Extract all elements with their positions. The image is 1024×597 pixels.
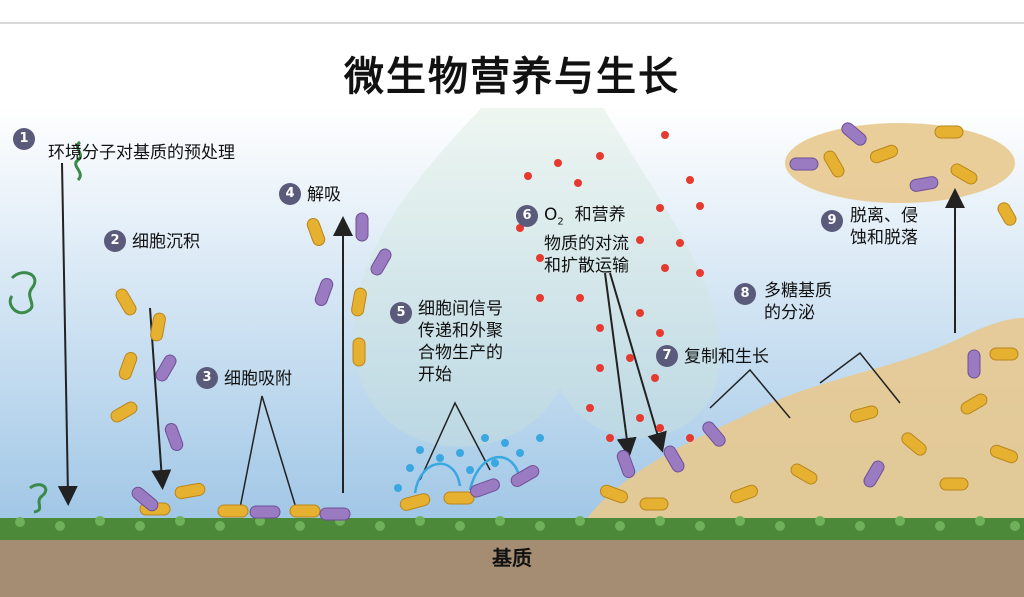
detached-cluster	[785, 123, 1015, 203]
step-9-label: 脱离、侵 蚀和脱落	[850, 206, 918, 248]
pointer-line	[419, 401, 491, 481]
transport-arrow	[609, 272, 667, 453]
substrate-surface	[0, 518, 1024, 540]
step-1-badge: 1	[13, 128, 35, 150]
pointer-line	[819, 351, 901, 404]
watermark-logo	[354, 108, 720, 447]
step-8-label: 多糖基质 的分泌	[764, 281, 832, 323]
step-4-label: 解吸	[307, 185, 341, 205]
step-7-badge: 7	[656, 345, 678, 367]
step-1-label: 环境分子对基质的预处理	[48, 143, 235, 163]
deposition-arrow	[57, 162, 78, 506]
substrate-label: 基质	[492, 546, 532, 570]
environment-molecule	[8, 271, 37, 315]
step-9-badge: 9	[821, 210, 843, 232]
signal-arrow	[468, 455, 522, 491]
step-2-badge: 2	[104, 230, 126, 252]
purple-bacteria	[131, 122, 981, 521]
step-5-label: 细胞间信号 传递和外聚 合物生产的 开始	[418, 299, 503, 385]
signal-molecules	[394, 434, 544, 492]
pointer-line	[239, 395, 297, 509]
page-title: 微生物营养与生长	[344, 54, 680, 100]
transport-arrow	[604, 272, 637, 458]
pointer-line	[709, 368, 791, 419]
step-8-badge: 8	[734, 283, 756, 305]
environment-molecule	[74, 140, 83, 182]
biofilm-mound	[580, 318, 1024, 528]
step-3-label: 细胞吸附	[224, 369, 292, 389]
step-4-badge: 4	[279, 183, 301, 205]
step-5-badge: 5	[390, 302, 412, 324]
rod-bacteria	[110, 125, 1019, 518]
signal-arrow	[413, 462, 462, 494]
step-6-label: O2 和营养 物质的对流 和扩散运输	[544, 205, 629, 277]
step-2-label: 细胞沉积	[132, 232, 200, 252]
environment-molecule	[29, 483, 48, 514]
step-6-badge: 6	[516, 205, 538, 227]
step-7-label: 复制和生长	[684, 347, 769, 367]
o2-particles	[516, 131, 704, 442]
biofilm-scene	[0, 108, 1024, 597]
soil-layer	[0, 533, 1024, 597]
step-3-badge: 3	[196, 367, 218, 389]
top-divider	[0, 22, 1024, 24]
